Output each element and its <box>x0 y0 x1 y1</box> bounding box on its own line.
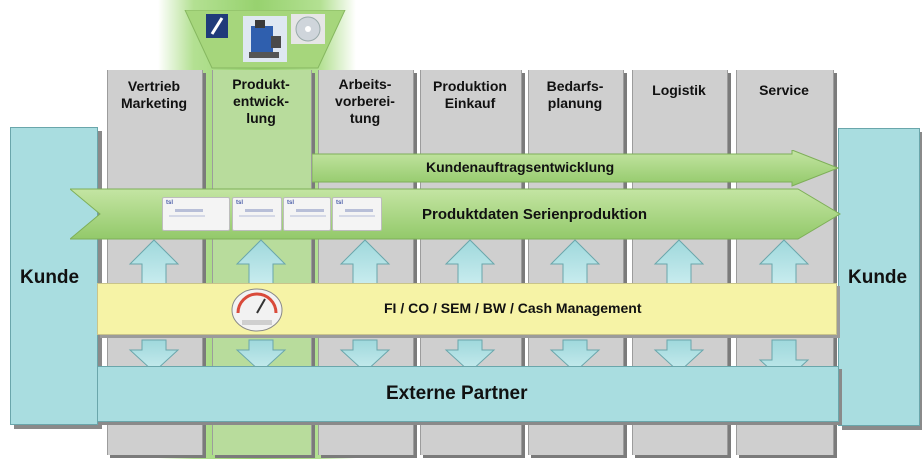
gauge-icon <box>231 288 283 332</box>
finance-bar <box>97 283 837 335</box>
customer-left-block <box>10 127 98 425</box>
document-thumbnail-icon: tsl <box>332 197 382 231</box>
pen-icon <box>206 14 228 38</box>
column-label-bedarfsplanung: Bedarfs- planung <box>546 78 604 111</box>
column-label-arbeitsvorbereitung: Arbeits- vorberei- tung <box>335 76 395 126</box>
document-thumbnail-icon: tsl <box>162 197 230 231</box>
column-label-produktion: Produktion Einkauf <box>433 78 507 111</box>
external-partner-label: Externe Partner <box>386 383 528 404</box>
external-partner-bar <box>97 366 839 422</box>
product-data-label: Produktdaten Serienproduktion <box>422 206 648 223</box>
column-label-vertrieb: Vertrieb Marketing <box>120 78 188 111</box>
customer-right-block <box>838 128 920 426</box>
document-thumbnail-icon: tsl <box>232 197 282 231</box>
disk-icon <box>291 14 325 44</box>
document-thumbnail-icon: tsl <box>283 197 331 231</box>
order-development-arrow <box>312 150 840 187</box>
column-label-service: Service <box>759 82 809 98</box>
vertical-arrows <box>128 239 810 383</box>
order-development-label: Kundenauftragsentwicklung <box>426 159 615 175</box>
column-label-produktentwicklung: Produkt- entwick- lung <box>232 76 290 126</box>
finance-label: FI / CO / SEM / BW / Cash Management <box>384 300 642 316</box>
column-label-logistik: Logistik <box>652 82 706 98</box>
customer-left-label: Kunde <box>20 267 80 288</box>
machine-icon <box>243 16 287 62</box>
customer-right-label: Kunde <box>848 267 908 288</box>
